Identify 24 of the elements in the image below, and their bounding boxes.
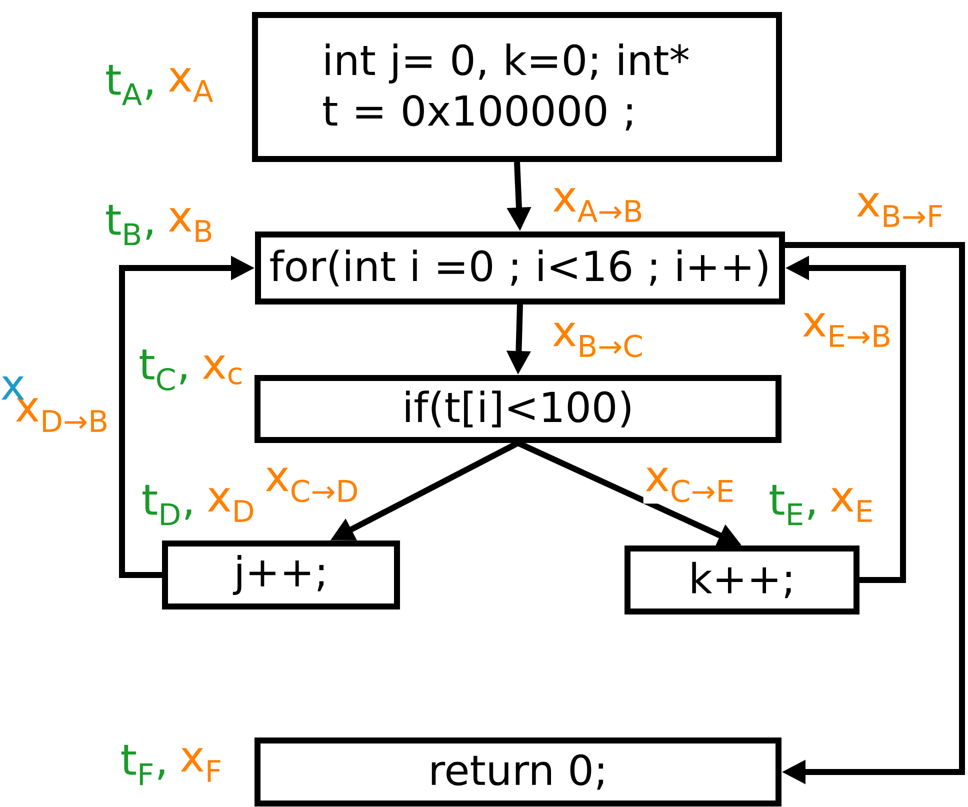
variable-label: x$_{B}$ [168, 208, 212, 242]
variable-label: x$_{F}$ [180, 748, 220, 782]
edge-label: x$_{B→F}$ [854, 192, 946, 228]
variable-label: x$_{E}$ [830, 488, 872, 522]
code-box: j++; [162, 540, 400, 610]
variable-label: t$_{C}$, [140, 349, 186, 391]
edge-label: x$_{B→C}$ [550, 321, 646, 359]
variable-label: t$_{D}$, [142, 484, 192, 526]
variable-label: x$_{D}$ [208, 488, 254, 522]
variable-label: t$_{A}$, [106, 64, 152, 106]
code-box: int j= 0, k=0; int* t = 0x100000 ; [252, 12, 782, 162]
code-box: return 0; [254, 738, 782, 806]
edge-label: x$_{E→B}$ [800, 312, 894, 348]
code-box: if(t[i]<100) [254, 375, 782, 443]
edge-label: x$_{C→E}$ [643, 466, 737, 504]
variable-label: t$_{B}$, [106, 204, 152, 246]
code-box: for(int i =0 ; i<16 ; i++) [255, 232, 785, 304]
edge-label: x$_{A→B}$ [550, 186, 646, 224]
variable-label: x$_{c}$ [202, 355, 242, 385]
edge-label: x$_{C→D}$ [263, 466, 361, 504]
variable-label: t$_{E}$, [770, 484, 814, 526]
variable-label: t$_{F}$, [121, 744, 164, 786]
variable-label: x$_{A}$ [168, 68, 214, 102]
code-box: k++; [624, 546, 860, 614]
